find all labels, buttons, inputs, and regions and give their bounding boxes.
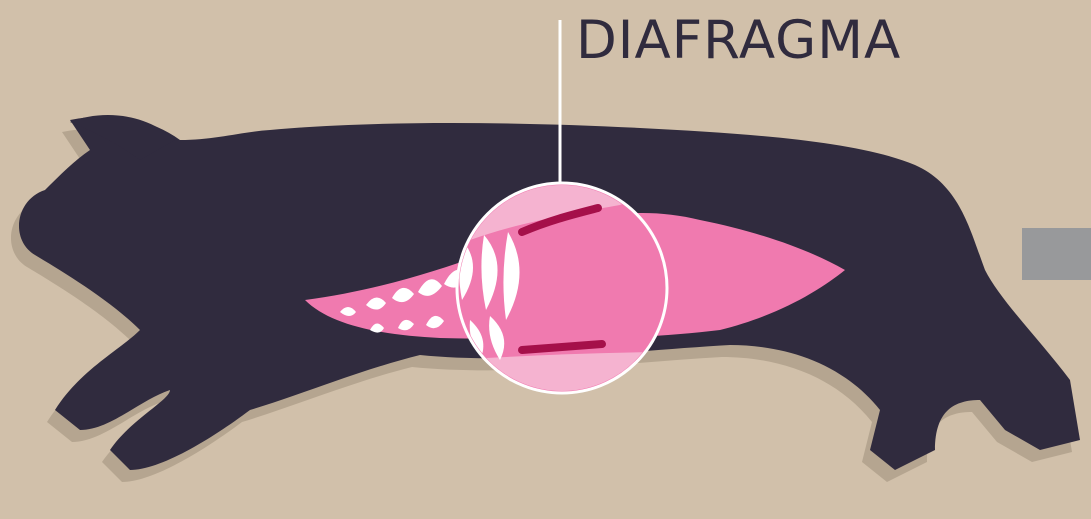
side-panel <box>1022 228 1091 280</box>
diaphragm-label: DIAFRAGMA <box>576 14 901 67</box>
